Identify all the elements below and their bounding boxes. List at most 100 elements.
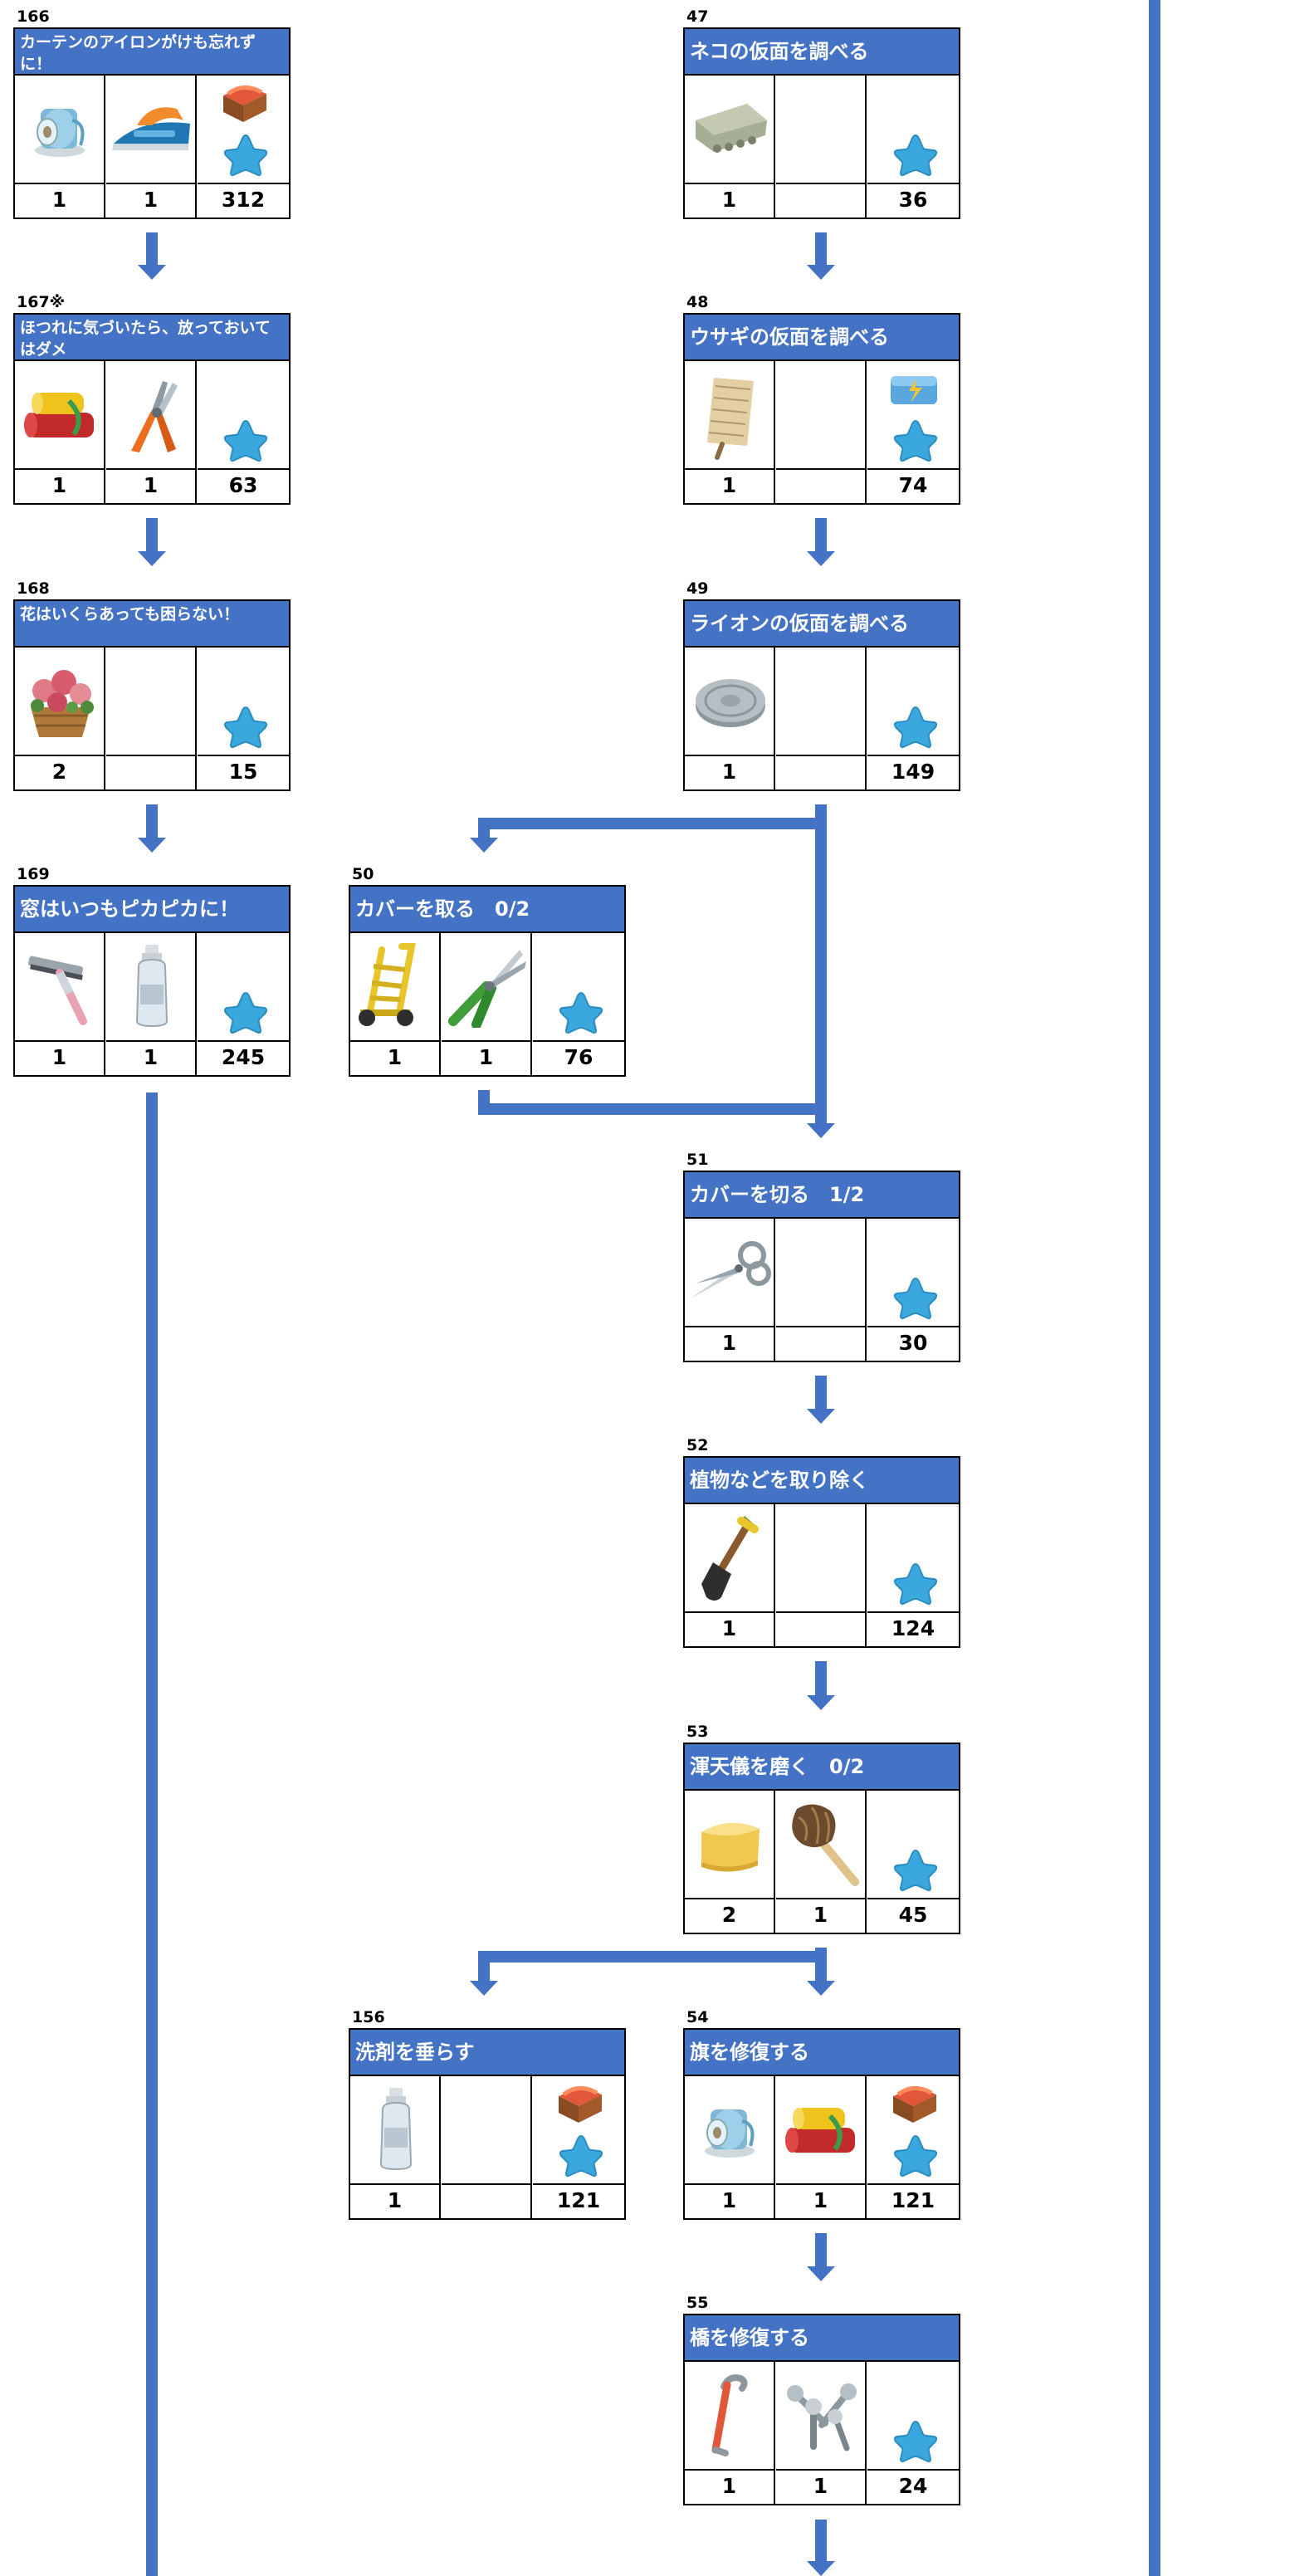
arrow-48-49-shaft (815, 518, 827, 551)
quest-number: 49 (686, 579, 709, 598)
quest-number: 54 (686, 2008, 709, 2026)
item-quantity: 1 (776, 2469, 867, 2504)
reward-cell (867, 76, 959, 183)
star-icon (222, 132, 269, 178)
item-cell (685, 361, 775, 468)
reward-cell (533, 933, 624, 1040)
reward-value: 45 (867, 1898, 959, 1933)
item-quantity (776, 755, 867, 789)
fabric-box-icon (554, 2080, 605, 2126)
arrow-53-54-head (807, 1981, 835, 1996)
arrow-52-53-shaft (815, 1661, 827, 1695)
item-cell (776, 361, 867, 468)
quest-title: カバーを切る 1/2 (685, 1172, 959, 1219)
arrow-55-next-head (807, 2561, 835, 2576)
item-quantity: 1 (106, 1040, 197, 1075)
quest-number: 55 (686, 2294, 709, 2312)
arrow-branch-156-shaft (478, 1951, 490, 1981)
item-cell (106, 648, 197, 755)
reward-value: 124 (867, 1611, 959, 1646)
quest-title: 渾天儀を磨く 0/2 (685, 1744, 959, 1791)
star-icon (892, 132, 939, 178)
arrow-branch-50-shaft (478, 818, 490, 838)
arrow-51-52-shaft (815, 1376, 827, 1409)
fabric-rolls-icon (780, 2091, 863, 2166)
item-cell (106, 361, 197, 468)
arrow-48-49-head (807, 551, 835, 566)
reward-cell (198, 648, 289, 755)
item-quantity: 1 (685, 755, 775, 789)
arrow-55-next-shaft (815, 2520, 827, 2561)
reward-cell (198, 76, 289, 183)
spray-bottle-icon (127, 941, 177, 1029)
flower-basket-icon (19, 657, 102, 744)
quest-title: ほつれに気づいたら、放っておいてはダメ (15, 315, 289, 361)
arrow-52-53-head (807, 1695, 835, 1710)
thread-spool-icon (692, 2091, 767, 2166)
arrow-47-48-shaft (815, 232, 827, 265)
item-cell (15, 648, 105, 755)
quest-title: 旗を修復する (685, 2030, 959, 2076)
item-cell (776, 648, 867, 755)
thread-spool-icon (22, 90, 97, 165)
star-icon (892, 2133, 939, 2179)
quest-number: 167※ (17, 293, 66, 311)
item-cell (685, 76, 775, 183)
item-quantity (776, 1611, 867, 1646)
arrow-167-168-head (138, 551, 166, 566)
item-quantity: 1 (350, 1040, 441, 1075)
item-cell (15, 361, 105, 468)
item-quantity: 1 (106, 468, 197, 503)
arrow-49-51-shaft (815, 804, 827, 1123)
arrow-47-48-head (807, 265, 835, 280)
stone-disc-icon (691, 667, 770, 734)
reward-value: 24 (867, 2469, 959, 2504)
star-icon (892, 418, 939, 464)
arrow-54-55-head (807, 2266, 835, 2281)
item-quantity: 1 (15, 468, 105, 503)
item-cell (776, 1219, 867, 1326)
reward-cell (867, 361, 959, 468)
reward-cell (867, 1791, 959, 1898)
feather-duster-icon (780, 1799, 863, 1890)
item-cell (776, 1504, 867, 1611)
arrow-49-51-head (807, 1123, 835, 1138)
reward-value: 76 (533, 1040, 624, 1075)
star-icon (222, 418, 269, 464)
reward-cell (867, 1219, 959, 1326)
item-quantity (442, 2183, 532, 2218)
rubble-icon (689, 95, 772, 162)
item-cell (350, 933, 441, 1040)
pliers-icon (115, 374, 189, 454)
arrow-54-55-shaft (815, 2233, 827, 2266)
reward-value: 121 (533, 2183, 624, 2218)
arrow-branch-50-head (470, 838, 498, 853)
energy-box-icon (887, 366, 940, 409)
item-quantity (776, 468, 867, 503)
quest-title: カーテンのアイロンがけも忘れずに！ (15, 29, 289, 76)
quest-title: ウサギの仮面を調べる (685, 315, 959, 361)
arrow-51-52-head (807, 1409, 835, 1424)
item-quantity: 1 (685, 183, 775, 218)
item-quantity: 2 (685, 1898, 775, 1933)
reward-value: 36 (867, 183, 959, 218)
quest-title: ネコの仮面を調べる (685, 29, 959, 76)
item-cell (15, 76, 105, 183)
arrow-167-168-shaft (146, 518, 158, 551)
star-icon (892, 1847, 939, 1894)
arrow-166-167-head (138, 265, 166, 280)
item-quantity: 1 (776, 1898, 867, 1933)
